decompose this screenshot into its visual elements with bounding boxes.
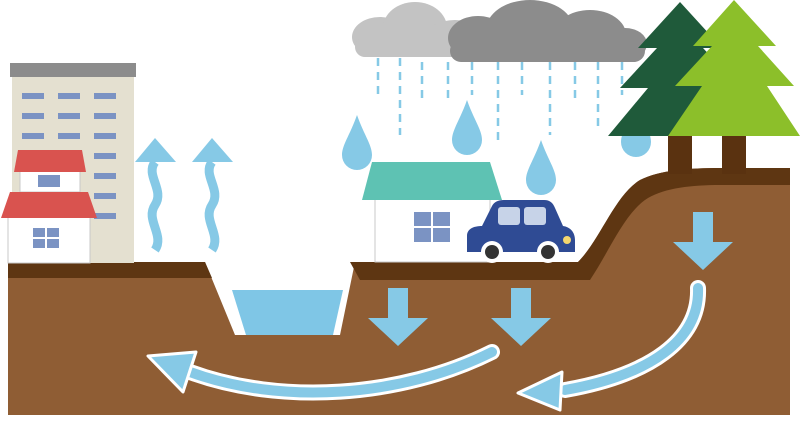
red-roof-house bbox=[1, 150, 97, 263]
cloud-icon bbox=[448, 0, 647, 62]
wavy-up-arrow-icon bbox=[135, 138, 176, 250]
raindrop-icon bbox=[452, 100, 482, 155]
raindrop-icon bbox=[342, 115, 372, 170]
rain-clouds bbox=[352, 0, 647, 62]
pond bbox=[232, 290, 343, 335]
wavy-up-arrow-icon bbox=[192, 138, 233, 250]
rain bbox=[378, 58, 622, 140]
raindrop-icon bbox=[526, 140, 556, 195]
evaporation-arrows bbox=[135, 138, 233, 250]
